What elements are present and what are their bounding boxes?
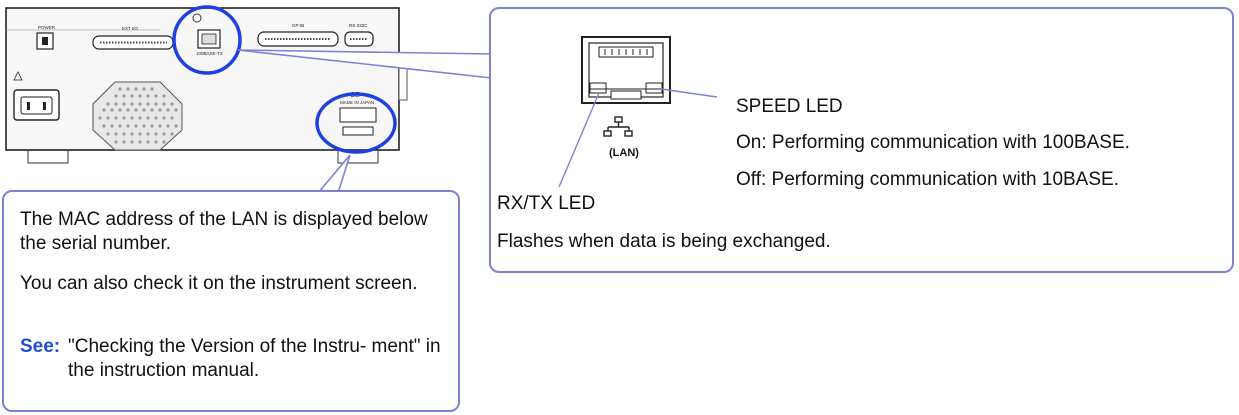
lan-jack-illustration	[558, 36, 718, 188]
serial-plate	[339, 107, 377, 123]
see-label: See:	[20, 336, 61, 357]
mac-address-note: The MAC address of the LAN is displayed …	[20, 209, 428, 254]
lan-led-callout: (LAN) SPEED LED On: Performing communica…	[489, 7, 1234, 273]
rxtx-led-title: RX/TX LED	[497, 193, 596, 214]
speed-led-off-text: Off: Performing communication with 10BAS…	[736, 169, 1119, 190]
serial-number-highlight-circle	[315, 92, 397, 154]
speed-led-on-text: On: Performing communication with 100BAS…	[736, 132, 1130, 153]
rxtx-led-description: Flashes when data is being exchanged.	[497, 231, 831, 252]
power-label: POWER	[38, 25, 56, 30]
rs232c-label: RS-232C	[349, 23, 368, 28]
lan-port-highlight-circle	[172, 5, 242, 75]
rxtx-led-leader	[558, 92, 600, 188]
lan-port-caption: (LAN)	[609, 147, 639, 159]
see-reference: "Checking the Version of the Instru- men…	[68, 336, 441, 381]
lan-port-label: 100BASE-TX	[196, 51, 223, 56]
instrument-screen-note: You can also check it on the instrument …	[20, 273, 418, 294]
gpib-label: GP-IB	[292, 23, 304, 28]
speed-led-title: SPEED LED	[736, 96, 843, 117]
fan-vent	[92, 81, 183, 151]
speed-led-leader	[660, 88, 718, 98]
mac-address-callout: The MAC address of the LAN is displayed …	[2, 190, 460, 412]
fan-vent-holes	[98, 87, 178, 144]
serial-plate-label: MADE IN JAPAN	[340, 100, 374, 105]
panel-body	[5, 7, 400, 151]
lan-symbol-icon	[603, 116, 633, 137]
mac-callout-pointer	[316, 154, 351, 194]
ext-io-label: EXT I/O	[122, 26, 138, 31]
